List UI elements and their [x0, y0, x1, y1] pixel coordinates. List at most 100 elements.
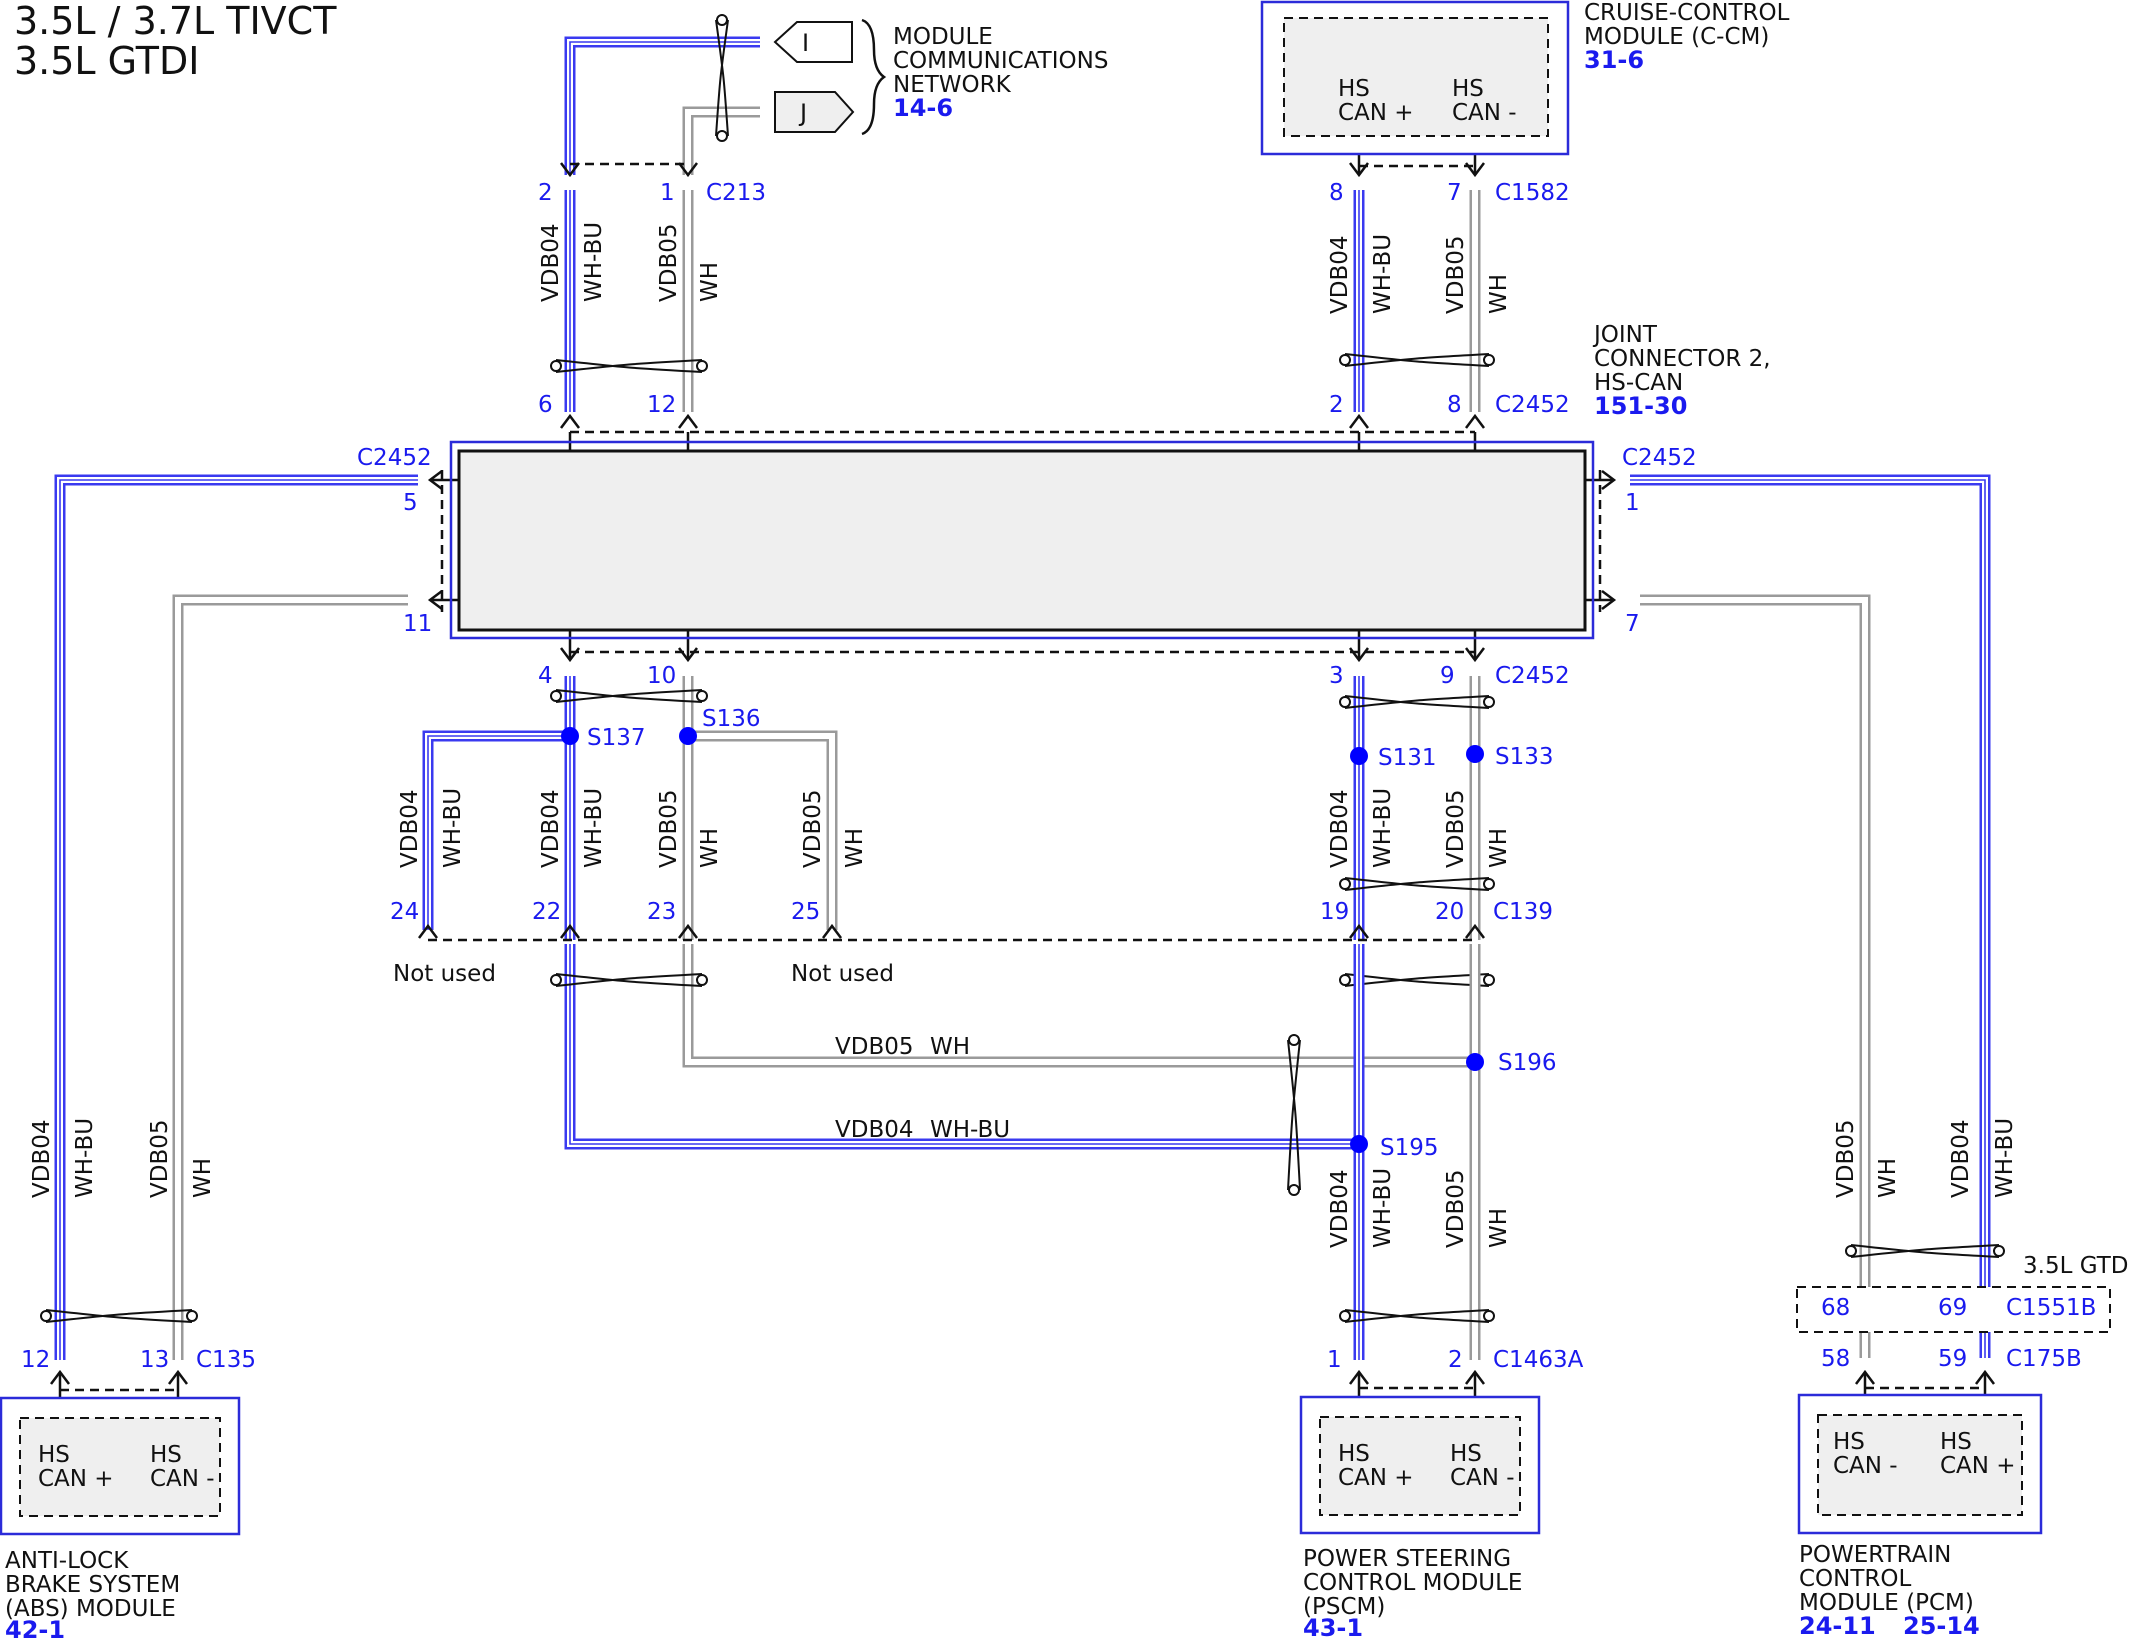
wire-color-v: WH: [1875, 1158, 1901, 1198]
pin-label: 3: [1329, 663, 1344, 689]
cruise-control-module: HS CAN + HS CAN - CRUISE-CONTROL MODULE …: [1260, 0, 1790, 156]
abs-name-2: BRAKE SYSTEM: [5, 1572, 180, 1598]
twist-end: [186, 1310, 198, 1322]
ccm-ref: 31-6: [1584, 46, 1644, 74]
mcn-name-1: MODULE: [893, 24, 993, 50]
wire-color-v: WH-BU: [581, 788, 607, 868]
connector-j-flag: [774, 91, 855, 133]
jc-ref: 151-30: [1594, 392, 1687, 420]
wire-color-v: WH: [697, 828, 723, 868]
wire-code-h: VDB04: [835, 1117, 914, 1143]
pscm-can-plus: CAN +: [1338, 1465, 1414, 1491]
pscm-hs-1: HS: [1338, 1441, 1370, 1467]
c175b-label: C175B: [2006, 1346, 2082, 1372]
pcm-name-1: POWERTRAIN: [1799, 1542, 1951, 1568]
splice-label-s137: S137: [587, 725, 646, 751]
splice-dot: [1350, 1135, 1368, 1153]
jc-inner-box: [457, 449, 1587, 632]
jc-name-2: CONNECTOR 2,: [1594, 346, 1771, 372]
pin-label: 58: [1821, 1346, 1850, 1372]
pin-arrow: [560, 413, 580, 429]
wire-color-v: WH: [1486, 274, 1512, 314]
wire-stripe: [1630, 479, 1986, 1358]
pin-arrow: [560, 162, 580, 178]
mcn-brace: [861, 18, 887, 136]
twist-end: [1339, 354, 1351, 366]
ccm-hs-1: HS: [1338, 76, 1370, 102]
twisted-pair-marker: [1344, 877, 1490, 891]
pin-label: 2: [1329, 392, 1344, 418]
pcm-can-minus: CAN -: [1833, 1453, 1898, 1479]
mcn-ref: 14-6: [893, 94, 953, 122]
title-line-1: 3.5L / 3.7L TIVCT: [14, 0, 337, 43]
twisted-pair-marker: [1287, 1039, 1301, 1191]
pcm-hs-2: HS: [1940, 1429, 1972, 1455]
c139-label: C139: [1493, 899, 1553, 925]
twisted-pair-marker: [1344, 877, 1490, 891]
wire-stripe: [569, 41, 760, 175]
splice-dot: [1466, 745, 1484, 763]
splice-label-s131: S131: [1378, 745, 1437, 771]
twisted-pair-marker: [45, 1309, 193, 1323]
pscm-can-minus: CAN -: [1450, 1465, 1515, 1491]
wire-code-v: VDB05: [1443, 236, 1469, 315]
jc-outer-box: [449, 440, 1595, 640]
wire-inner: [685, 109, 760, 175]
pin-label: 6: [538, 392, 553, 418]
ccm-can-plus: CAN +: [1338, 100, 1414, 126]
ccm-name-2: MODULE (C-CM): [1584, 24, 1769, 50]
wire-color-h: WH-BU: [930, 1117, 1010, 1143]
twist-end: [1483, 878, 1495, 890]
wire-code-h: VDB05: [835, 1034, 914, 1060]
pin-label: 9: [1440, 663, 1455, 689]
splice-dot: [1350, 747, 1368, 765]
wire-vdb05-wh: [1640, 594, 1871, 1358]
pin-label: 11: [403, 611, 432, 637]
twisted-pair-marker: [45, 1309, 193, 1323]
pin-label: 4: [538, 663, 553, 689]
gtdi-note: 3.5L GTDI: [2023, 1253, 2130, 1279]
splice-label-s196: S196: [1498, 1050, 1557, 1076]
pin-arrow: [1349, 413, 1369, 429]
wire-color-v: WH: [842, 828, 868, 868]
pcm-inner-box: [1817, 1414, 2023, 1516]
c1582-label: C1582: [1495, 180, 1570, 206]
pin-label: 5: [403, 490, 418, 516]
wire-inner: [175, 597, 408, 1360]
twisted-pair-marker: [715, 19, 729, 137]
ccm-inner-box: [1283, 17, 1549, 137]
pcm-name-3: MODULE (PCM): [1799, 1590, 1974, 1616]
c213-label: C213: [706, 180, 766, 206]
twist-end: [716, 14, 728, 26]
pin-label: 8: [1447, 392, 1462, 418]
twisted-pair-marker: [1344, 1309, 1490, 1323]
pin-label: 1: [1625, 490, 1640, 516]
twisted-pair-marker: [1344, 695, 1490, 709]
twisted-pair-marker: [555, 359, 703, 373]
pin-label: 2: [538, 180, 553, 206]
wire-color-v: WH-BU: [581, 222, 607, 302]
pin-label: 68: [1821, 1295, 1850, 1321]
wire-color-v: WH: [190, 1158, 216, 1198]
ccm-hs-2: HS: [1452, 76, 1484, 102]
jc-name-3: HS-CAN: [1594, 370, 1683, 396]
pin-label: 13: [140, 1347, 169, 1373]
abs-name-3: (ABS) MODULE: [5, 1596, 176, 1622]
twist-end: [1993, 1245, 2005, 1257]
pscm-name-3: (PSCM): [1303, 1594, 1385, 1620]
twisted-pair-marker: [715, 19, 729, 137]
wire-code-v: VDB05: [656, 790, 682, 869]
c1551b-connector-box: [1796, 1286, 2111, 1333]
wire-vdb05-wh: [682, 106, 760, 175]
twist-end: [696, 360, 708, 372]
twisted-pair-marker: [555, 689, 703, 703]
vertical-wire-labels: VDB04 WH-BU VDB05 WH VDB04 WH-BU VDB05 W…: [29, 222, 2018, 1248]
pin-arrow: [678, 413, 698, 429]
wire-inner: [57, 477, 418, 1360]
wire-color-v: WH-BU: [72, 1118, 98, 1198]
pin-label: 8: [1329, 180, 1344, 206]
pin-label: 23: [647, 899, 676, 925]
c2452-left-label: C2452: [357, 445, 432, 471]
pin-arrow: [1465, 647, 1485, 663]
